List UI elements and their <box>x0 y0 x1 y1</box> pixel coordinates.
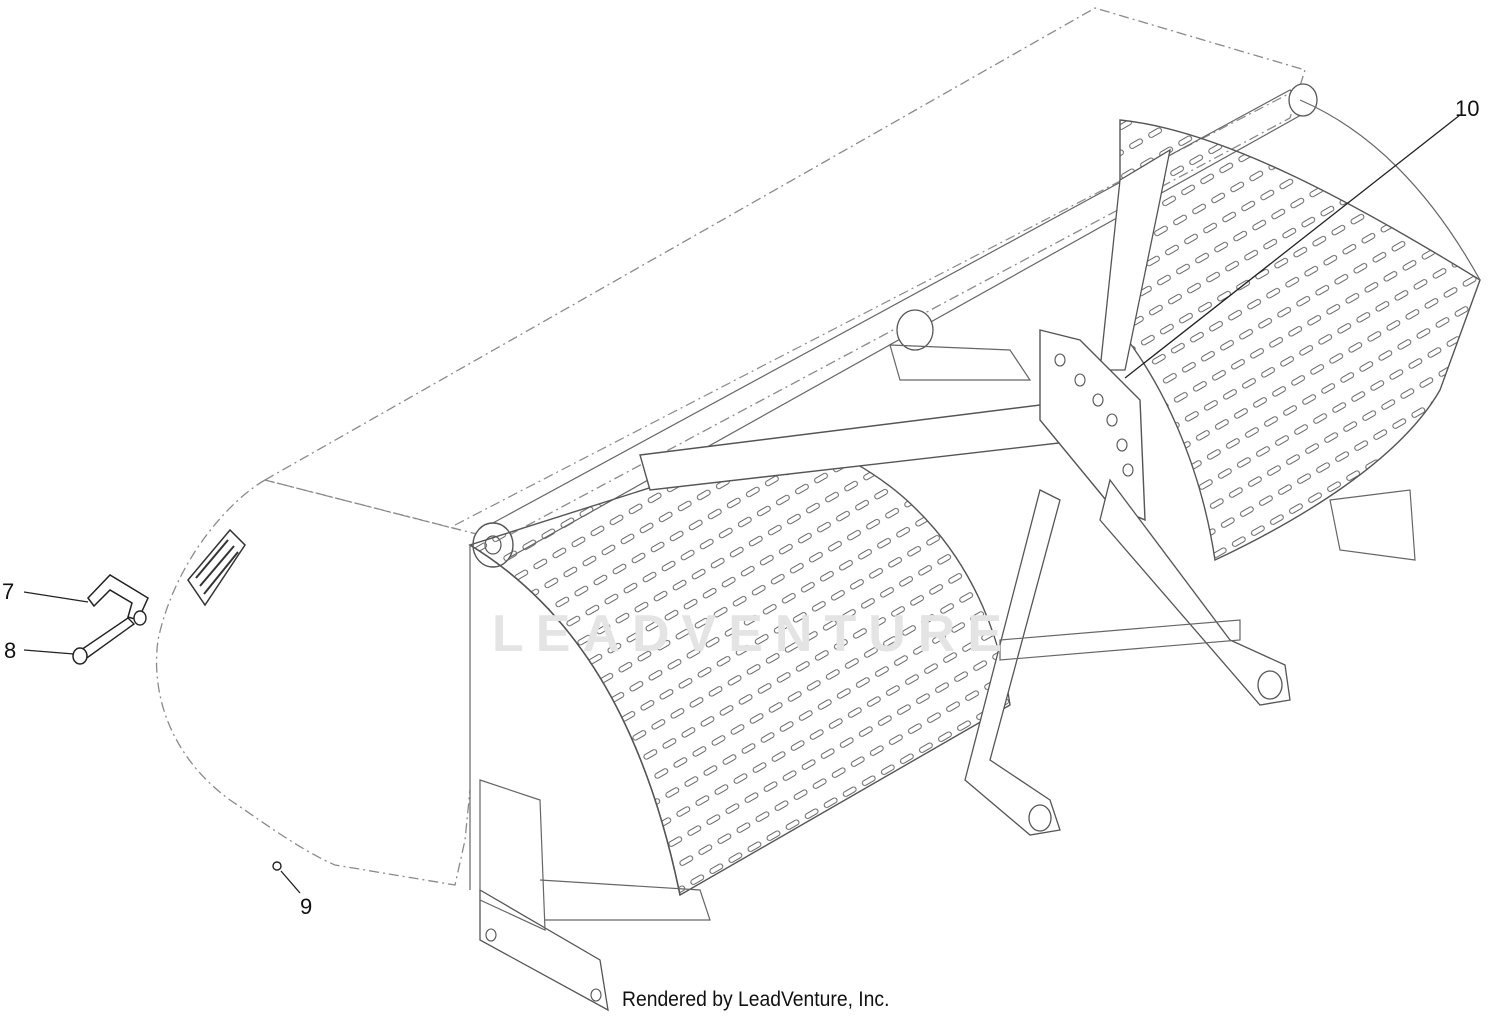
hood-top-panel <box>263 7 1306 541</box>
render-credit: Rendered by LeadVenture, Inc. <box>622 988 890 1011</box>
watermark: LEADVENTURE <box>492 605 1015 663</box>
hitch-plate <box>1039 329 1146 522</box>
lower-link <box>1099 478 1291 706</box>
part-washer <box>133 610 147 626</box>
part-7-latch <box>87 574 149 621</box>
leader-lines <box>23 114 1461 894</box>
rear-bracket <box>1329 489 1416 561</box>
stand-foot <box>479 888 609 1012</box>
front-shell-left <box>468 439 1011 897</box>
callout-7: 7 <box>2 579 15 604</box>
front-shell-right <box>1119 119 1481 562</box>
callout-8: 8 <box>4 638 17 663</box>
cross-bar <box>999 619 1241 661</box>
part-9-nut <box>272 861 282 871</box>
lower-arm <box>964 489 1061 836</box>
hitch-arm-diagonal <box>1099 148 1171 371</box>
callout-10: 10 <box>1455 96 1480 121</box>
callout-9: 9 <box>300 894 313 919</box>
left-end-plate <box>155 479 471 886</box>
